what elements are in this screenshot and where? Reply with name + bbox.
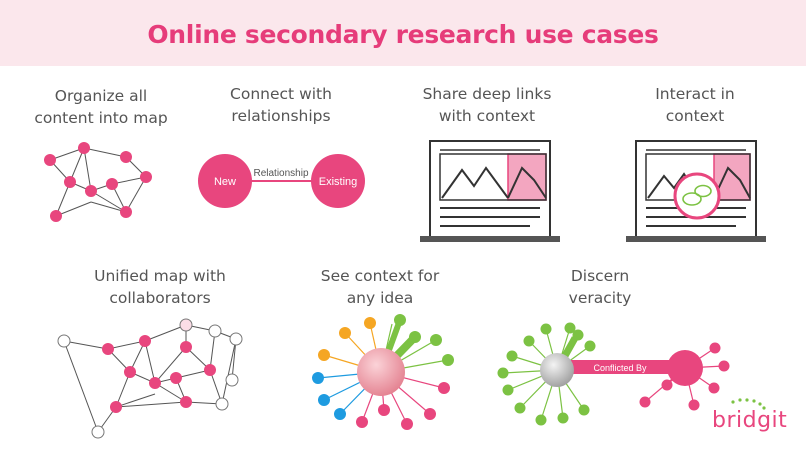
existing-node-label: Existing [319, 176, 358, 188]
context-graphic [312, 314, 454, 430]
bridgit-logo: bridgit [712, 408, 788, 433]
slide-title: Online secondary research use cases [147, 20, 659, 49]
new-node-label: New [214, 176, 236, 188]
title-banner [0, 0, 806, 66]
unified-map-graphic [57, 318, 243, 439]
relationship-graphic: New Existing Relationship [198, 154, 365, 208]
veracity-link-label: Conflicted By [593, 363, 647, 373]
share-monitor-graphic [420, 140, 560, 242]
organize-map-graphic [44, 142, 152, 222]
brand-dots-icon [731, 398, 766, 410]
veracity-graphic: Conflicted By [497, 322, 730, 426]
relationship-label: Relationship [253, 168, 308, 179]
chat-icon [673, 172, 721, 220]
existing-node [311, 154, 365, 208]
new-node [198, 154, 252, 208]
interact-monitor-graphic [626, 140, 766, 242]
